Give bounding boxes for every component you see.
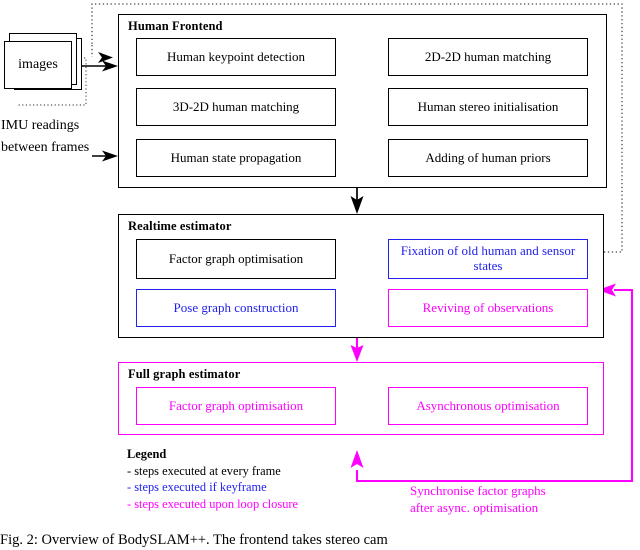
legend: Legend - steps executed at every frame -… [127, 446, 298, 513]
box-pose-graph-construction[interactable]: Pose graph construction [136, 289, 336, 327]
legend-heading: Legend [127, 447, 167, 461]
human-frontend-title: Human Frontend [128, 19, 223, 33]
imu-label-line2: between frames [1, 140, 90, 155]
sync-annotation-line2: after async. optimisation [410, 500, 539, 515]
box-asynchronous-optimisation[interactable]: Asynchronous optimisation [388, 387, 588, 425]
images-label: images [18, 57, 58, 73]
arrow-imu-to-frontend [92, 150, 118, 162]
legend-item-every-frame: - steps executed at every frame [127, 463, 281, 478]
dotted-feedback-arrowhead [91, 45, 113, 63]
box-human-state-propagation[interactable]: Human state propagation [136, 139, 336, 177]
legend-item-loop-closure: - steps executed upon loop closure [127, 497, 299, 512]
box-human-stereo-initialisation[interactable]: Human stereo initialisation [388, 88, 588, 126]
box-reviving-of-observations[interactable]: Reviving of observations [388, 289, 588, 327]
box-adding-of-human-priors[interactable]: Adding of human priors [388, 139, 588, 177]
full-graph-estimator-title: Full graph estimator [128, 367, 241, 381]
figure-caption: Fig. 2: Overview of BodySLAM++. The fron… [0, 532, 388, 548]
box-fixation-of-old-human-and-sensor-states[interactable]: Fixation of old human and sensor states [388, 239, 588, 279]
legend-item-keyframe: - steps executed if keyframe [127, 480, 267, 495]
arrow-realtime-to-fullgraph [350, 338, 364, 362]
box-2d-2d-human-matching[interactable]: 2D-2D human matching [388, 38, 588, 76]
imu-label-line1: IMU readings [1, 118, 80, 133]
box-full-graph-factor-graph-optimisation[interactable]: Factor graph optimisation [136, 387, 336, 425]
realtime-estimator-title: Realtime estimator [128, 219, 232, 233]
sync-annotation-line1: Synchronise factor graphs [410, 483, 546, 498]
arrow-frontend-to-realtime [350, 188, 364, 214]
box-human-keypoint-detection[interactable]: Human keypoint detection [136, 38, 336, 76]
box-realtime-factor-graph-optimisation[interactable]: Factor graph optimisation [136, 239, 336, 279]
box-3d-2d-human-matching[interactable]: 3D-2D human matching [136, 88, 336, 126]
images-card-front [4, 41, 72, 89]
